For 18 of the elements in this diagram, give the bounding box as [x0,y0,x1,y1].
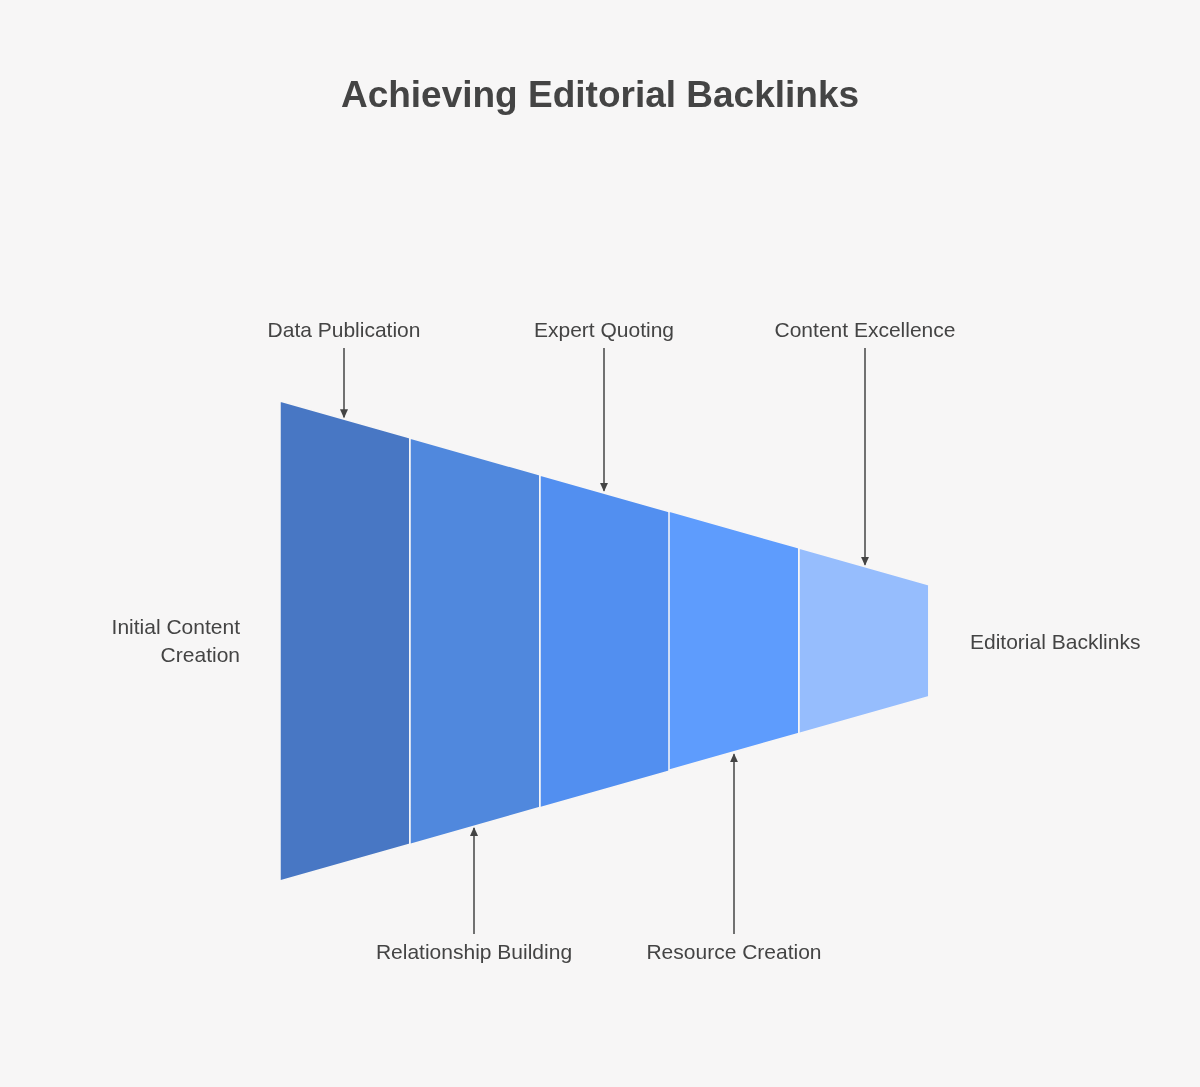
arrow [340,347,348,419]
funnel-segment [409,437,540,845]
arrow [861,347,869,566]
diagram-title: Achieving Editorial Backlinks [339,74,861,116]
stage-label: Content Excellence [774,316,956,344]
funnel-segment [799,548,929,734]
stage-label: Expert Quoting [533,316,675,344]
arrow [730,753,738,935]
start-label: Initial Content Creation [110,614,240,668]
stage-label: Data Publication [267,316,421,344]
funnel-segment [280,401,410,881]
stage-label: Resource Creation [646,938,822,966]
stage-label: Relationship Building [375,938,573,966]
arrow [600,347,608,492]
end-label: Editorial Backlinks [970,629,1142,655]
funnel-segment [539,474,670,808]
funnel-segment [669,511,800,771]
arrow [470,827,478,935]
